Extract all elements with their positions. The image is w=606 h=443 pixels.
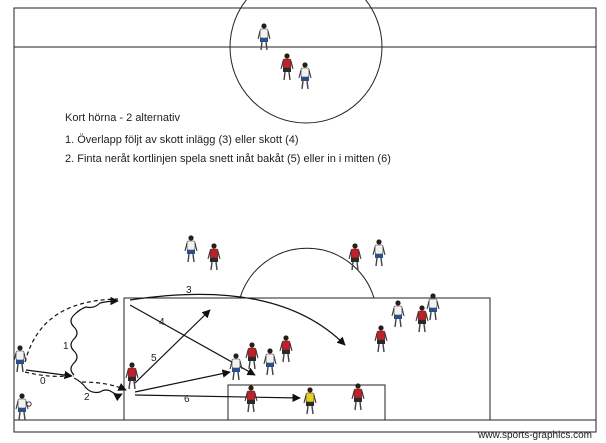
player-figure bbox=[15, 393, 29, 421]
center-circle bbox=[229, 0, 383, 124]
instruction-line-2: 2. Finta neråt kortlinjen spela snett in… bbox=[65, 153, 391, 165]
player-figure bbox=[263, 348, 277, 376]
player-figure bbox=[245, 342, 259, 370]
move-label-6: 6 bbox=[184, 394, 190, 405]
pass-lines bbox=[25, 293, 346, 403]
run-path-overlap-top bbox=[24, 298, 119, 363]
pass-line-3 bbox=[129, 293, 346, 346]
player-figure bbox=[372, 239, 386, 267]
pass-line-6 bbox=[134, 393, 301, 403]
player-figure bbox=[279, 335, 293, 363]
player-figure bbox=[257, 23, 271, 51]
run-path-overlap-bottom bbox=[24, 371, 75, 377]
player-figure bbox=[184, 235, 198, 263]
player-figure bbox=[391, 300, 405, 328]
player-figure bbox=[426, 293, 440, 321]
move-label-5: 5 bbox=[151, 353, 157, 364]
run-path-low bbox=[81, 381, 127, 391]
player-figure bbox=[207, 243, 221, 271]
instruction-line-1: 1. Överlapp följt av skott inlägg (3) el… bbox=[65, 134, 299, 146]
move-label-3: 3 bbox=[186, 285, 192, 296]
dribble-paths bbox=[70, 296, 123, 402]
ball-icon bbox=[26, 401, 32, 407]
pitch bbox=[13, 0, 597, 433]
player-figure bbox=[303, 387, 317, 415]
move-label-4: 4 bbox=[159, 317, 165, 328]
player-figure bbox=[244, 385, 258, 413]
pitch-border bbox=[13, 7, 597, 433]
pass-line-5 bbox=[134, 309, 211, 384]
players-layer bbox=[13, 23, 440, 421]
move-label-1: 1 bbox=[63, 341, 69, 352]
goal-area bbox=[227, 384, 386, 421]
credit-text: www.sports-graphics.com bbox=[477, 430, 592, 441]
player-figure bbox=[415, 305, 429, 333]
penalty-arc bbox=[239, 247, 375, 299]
player-figure bbox=[374, 325, 388, 353]
pass-line-5b bbox=[134, 369, 231, 393]
player-figure bbox=[229, 353, 243, 381]
player-figure bbox=[348, 243, 362, 271]
run-paths bbox=[24, 298, 127, 391]
player-figure bbox=[298, 62, 312, 90]
player-figure bbox=[125, 362, 139, 390]
move-labels: 0 1 2 3 4 5 6 bbox=[40, 285, 192, 405]
player-figure bbox=[13, 345, 27, 373]
player-figure bbox=[351, 383, 365, 411]
player-figure bbox=[280, 53, 294, 81]
move-label-0: 0 bbox=[40, 376, 46, 387]
pass-line-0 bbox=[25, 369, 73, 380]
diagram-title: Kort hörna - 2 alternativ bbox=[65, 112, 180, 124]
move-label-2: 2 bbox=[84, 392, 90, 403]
dribble-path-2 bbox=[73, 377, 123, 402]
dribble-path-1 bbox=[70, 296, 119, 376]
